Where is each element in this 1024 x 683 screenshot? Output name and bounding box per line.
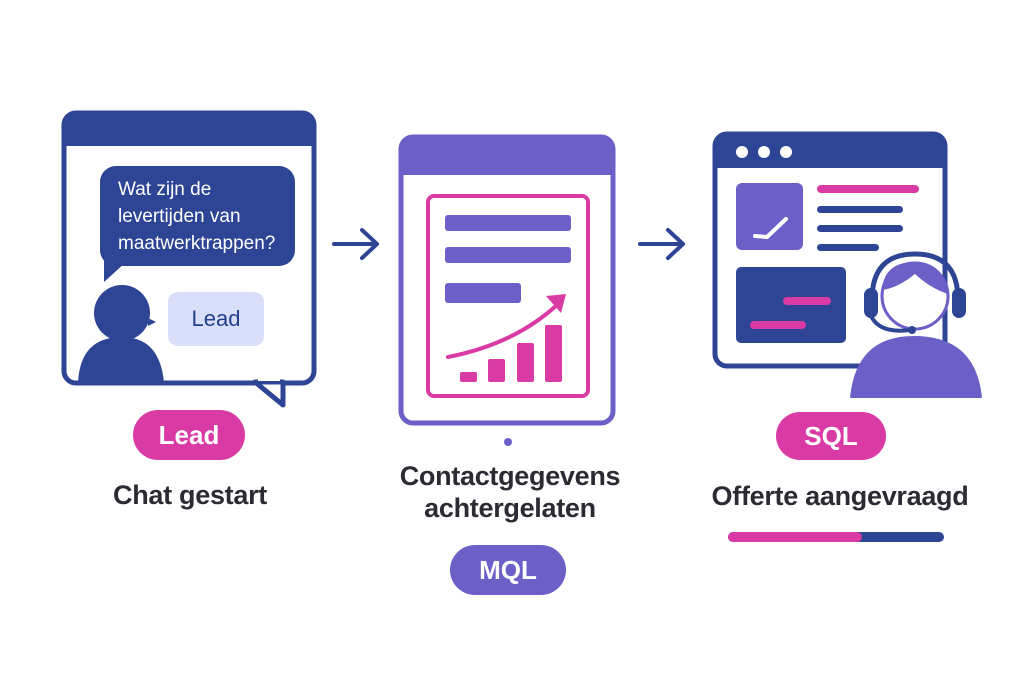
person-icon: [78, 285, 164, 383]
step-caption-contact: Contactgegevens achtergelaten: [399, 461, 621, 523]
form-growth-chart-icon: [398, 134, 616, 446]
step-caption-chat: Chat gestart: [113, 480, 267, 510]
arrow-right-icon: [332, 228, 379, 260]
arrow-right-icon: [638, 228, 685, 260]
bar-chart-icon: [446, 294, 566, 382]
progress-fill: [728, 532, 862, 542]
lead-chip: Lead: [168, 292, 264, 346]
lead-badge: Lead: [133, 410, 245, 460]
question-bubble: [100, 166, 295, 282]
mql-badge: MQL: [450, 545, 566, 595]
chat-question: Wat zijn de levertijden van maatwerktrap…: [118, 179, 276, 254]
sql-badge: SQL: [776, 412, 886, 460]
chat-window-icon: [61, 110, 317, 408]
progress-bar: [728, 532, 944, 542]
support-agent-icon: [850, 251, 982, 398]
window-dots-icon: [736, 146, 792, 158]
step-caption-quote: Offerte aangevraagd: [711, 481, 969, 511]
checkbox-icon: [736, 183, 803, 250]
